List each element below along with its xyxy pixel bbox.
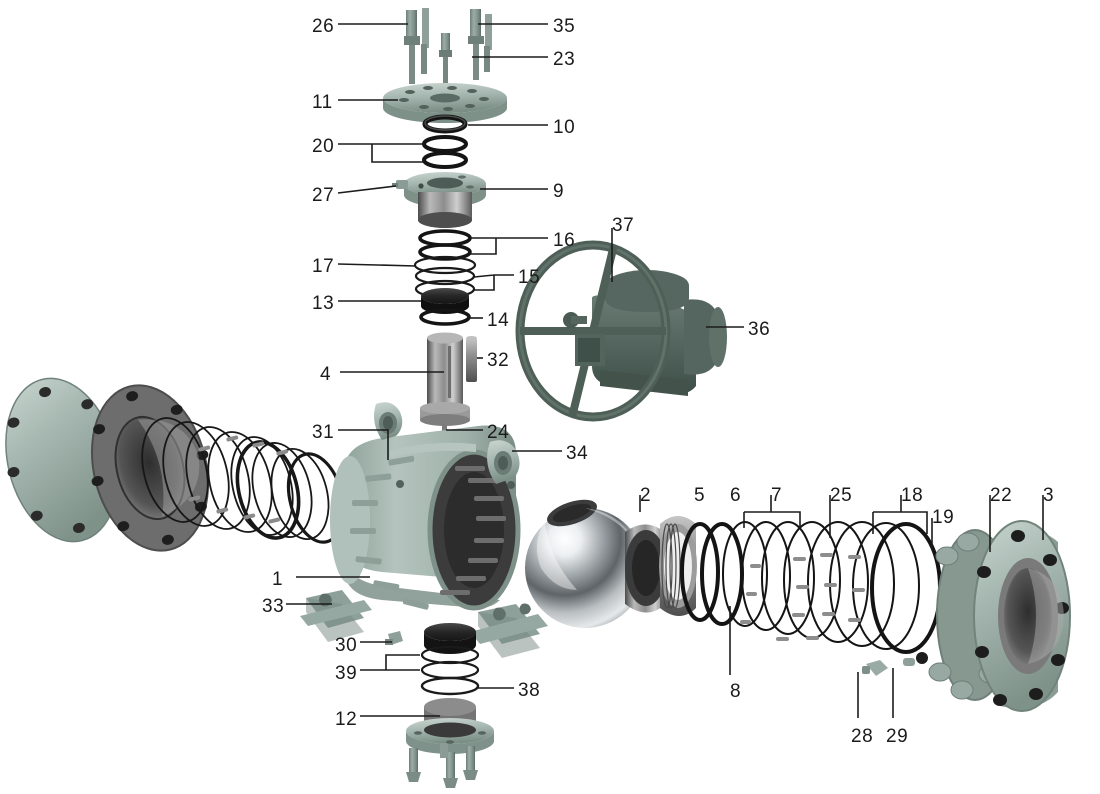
part-32-stem-key (466, 336, 477, 382)
part-37-handwheel (515, 240, 671, 422)
part-34-lifting-lug-rear (487, 440, 520, 489)
part-28-drain-plug (862, 660, 888, 676)
left-end-flange-assembly (5, 377, 210, 552)
part-2-ball (525, 499, 645, 628)
callout-label-30: 30 (335, 635, 358, 656)
callout-label-7: 7 (771, 485, 783, 506)
part-12-trunnion-cap (406, 698, 494, 788)
part-24-stem-pin (442, 424, 447, 436)
part-27-grease-fitting (392, 180, 408, 189)
callout-label-10: 10 (553, 117, 576, 138)
part-38-trunnion-o-ring (420, 676, 480, 696)
part-12-cap-bolts (406, 744, 478, 788)
callout-label-4: 4 (320, 364, 332, 385)
callout-label-35: 35 (553, 16, 576, 37)
part-10-stem-o-ring (422, 114, 468, 134)
part-26-stud-bolts (404, 8, 429, 84)
part-30-anti-static-device (385, 631, 403, 645)
part-8-o-ring (680, 522, 720, 622)
part-23-hex-bolt (439, 33, 452, 83)
callout-label-27: 27 (312, 185, 335, 206)
callout-label-22: 22 (990, 485, 1013, 506)
callout-label-28: 28 (851, 726, 874, 747)
callout-label-6: 6 (730, 485, 742, 506)
part-4-stem (420, 332, 470, 426)
left-spring-ring-stack (141, 417, 346, 544)
callout-label-23: 23 (553, 49, 576, 70)
callout-label-17: 17 (312, 256, 335, 277)
callout-label-38: 38 (518, 680, 541, 701)
callout-label-18: 18 (901, 485, 924, 506)
spring-pin-set (740, 553, 865, 641)
callout-label-34: 34 (566, 443, 589, 464)
callout-label-15: 15 (518, 267, 541, 288)
callout-label-19: 19 (932, 507, 955, 528)
part-35-washer-bolts (468, 9, 492, 80)
part-1-valve-body (330, 425, 521, 611)
part-33-support-feet (300, 590, 548, 658)
seat-spring-ring-stack (680, 521, 942, 654)
callout-label-25: 25 (830, 485, 853, 506)
part-17-packing-spacer (413, 255, 477, 275)
part-20-gland-o-rings (422, 135, 468, 169)
part-36-gearbox (592, 270, 727, 396)
callout-label-2: 2 (640, 485, 652, 506)
callout-label-14: 14 (487, 310, 510, 331)
callout-label-32: 32 (487, 350, 510, 371)
callout-label-37: 37 (612, 215, 635, 236)
callout-label-16: 16 (553, 230, 576, 251)
callout-label-39: 39 (335, 663, 358, 684)
part-9-gland-flange (404, 172, 486, 228)
part-29-vent-plug (903, 652, 928, 666)
leader-lines (286, 23, 1044, 718)
left-spring-pins (188, 435, 289, 524)
callout-label-13: 13 (312, 293, 335, 314)
callout-label-9: 9 (553, 181, 565, 202)
callout-label-36: 36 (748, 319, 771, 340)
callout-label-1: 1 (272, 569, 284, 590)
callout-label-24: 24 (487, 422, 510, 443)
part-3-right-end-flange (973, 520, 1071, 712)
part-14-backup-ring (419, 308, 471, 326)
callout-label-33: 33 (262, 596, 285, 617)
callout-label-5: 5 (694, 485, 706, 506)
callout-label-3: 3 (1043, 485, 1055, 506)
callout-label-8: 8 (730, 681, 742, 702)
callout-label-11: 11 (312, 92, 333, 113)
ball-seat-pocket (625, 524, 667, 613)
part-16-stem-seal-set (418, 229, 472, 261)
callout-label-31: 31 (312, 422, 335, 443)
callout-label-20: 20 (312, 136, 335, 157)
part-11-mounting-plate (383, 83, 507, 123)
callout-label-26: 26 (312, 16, 335, 37)
callout-label-12: 12 (335, 709, 358, 730)
callout-label-29: 29 (886, 726, 909, 747)
